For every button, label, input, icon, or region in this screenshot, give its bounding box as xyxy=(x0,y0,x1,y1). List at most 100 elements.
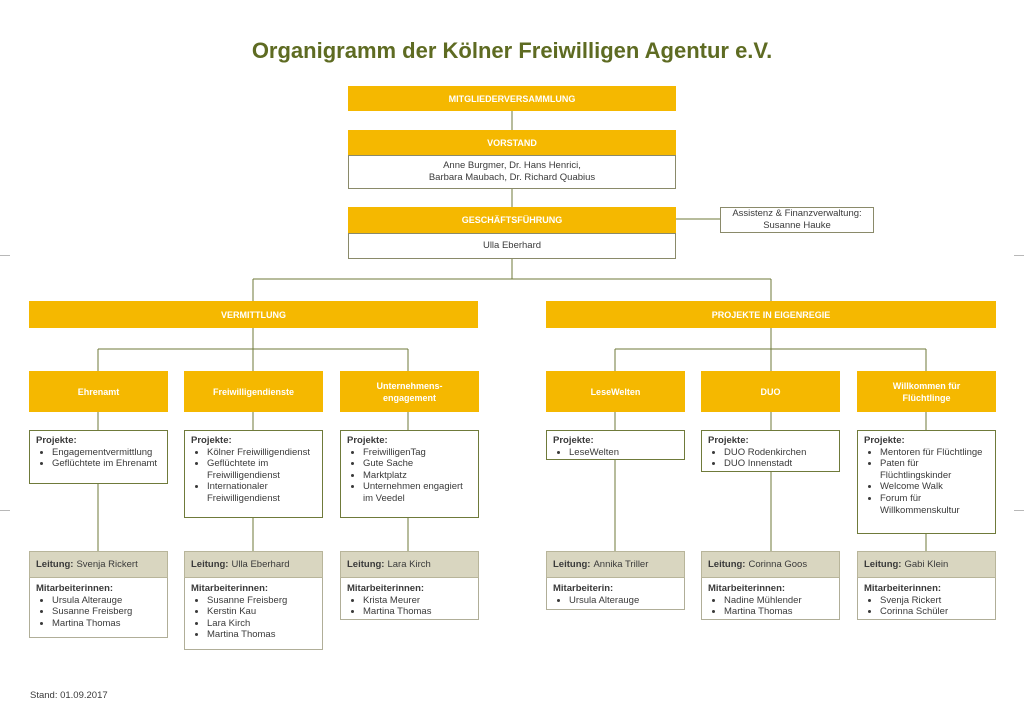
crop-mark xyxy=(0,510,10,511)
geschaeftsfuehrung-person: Ulla Eberhard xyxy=(482,240,542,251)
project-item: LeseWelten xyxy=(569,447,678,459)
project-item-list: DUO RodenkirchenDUO Innenstadt xyxy=(708,447,833,470)
department-header: Willkommen für Flüchtlinge xyxy=(857,371,996,412)
leader-label: Leitung: xyxy=(191,559,229,570)
projects-heading: Projekte: xyxy=(708,435,749,446)
assistenz-role: Assistenz & Finanzverwaltung: xyxy=(732,208,862,219)
project-item: Internationaler Freiwilligendienst xyxy=(207,481,316,504)
staff-item: Corinna Schüler xyxy=(880,606,989,618)
staff-item: Martina Thomas xyxy=(363,606,472,618)
leader-box: Leitung:Corinna Goos xyxy=(701,551,840,578)
projects-box: Projekte:Mentoren für FlüchtlingePaten f… xyxy=(857,430,996,534)
page-title: Organigramm der Kölner Freiwilligen Agen… xyxy=(251,38,773,63)
leader-label: Leitung: xyxy=(347,559,385,570)
staff-item: Ursula Alterauge xyxy=(569,595,678,607)
projects-box: Projekte:LeseWelten xyxy=(546,430,685,460)
project-item: Engagementvermittlung xyxy=(52,447,161,459)
staff-item-list: Susanne FreisbergKerstin KauLara KirchMa… xyxy=(191,595,316,641)
stand-date: Stand: 01.09.2017 xyxy=(30,690,108,701)
mitgliederversammlung-box: MITGLIEDERVERSAMMLUNG xyxy=(348,86,676,111)
project-item-list: EngagementvermittlungGeflüchtete im Ehre… xyxy=(36,447,161,470)
staff-item-list: Krista MeurerMartina Thomas xyxy=(347,595,472,618)
project-item-list: Kölner FreiwilligendienstGeflüchtete im … xyxy=(191,447,316,505)
department-header: DUO xyxy=(701,371,840,412)
vorstand-names-line2: Barbara Maubach, Dr. Richard Quabius xyxy=(428,172,596,183)
staff-box: Mitarbeiterinnen:Krista MeurerMartina Th… xyxy=(340,578,479,620)
staff-item: Martina Thomas xyxy=(724,606,833,618)
projects-box: Projekte:Kölner FreiwilligendienstGeflüc… xyxy=(184,430,323,518)
project-item: DUO Innenstadt xyxy=(724,458,833,470)
staff-heading: Mitarbeiterinnen: xyxy=(191,583,269,594)
staff-heading: Mitarbeiterin: xyxy=(553,583,614,594)
project-item: Marktplatz xyxy=(363,470,472,482)
project-item: Forum für Willkommenskultur xyxy=(880,493,989,516)
staff-heading: Mitarbeiterinnen: xyxy=(864,583,942,594)
staff-box: Mitarbeiterinnen:Susanne FreisbergKersti… xyxy=(184,578,323,650)
project-item: Geflüchtete im Ehrenamt xyxy=(52,458,161,470)
staff-heading: Mitarbeiterinnen: xyxy=(708,583,786,594)
project-item: Geflüchtete im Freiwilligendienst xyxy=(207,458,316,481)
project-item: Unternehmen engagiert im Veedel xyxy=(363,481,472,504)
projekte-section: PROJEKTE IN EIGENREGIE xyxy=(546,301,996,328)
projects-heading: Projekte: xyxy=(864,435,905,446)
leader-name: Gabi Klein xyxy=(904,559,949,570)
crop-mark xyxy=(0,255,10,256)
staff-item: Nadine Mühlender xyxy=(724,595,833,607)
vermittlung-section: VERMITTLUNG xyxy=(29,301,478,328)
project-item-list: LeseWelten xyxy=(553,447,678,459)
project-item-list: FreiwilligenTagGute SacheMarktplatzUnter… xyxy=(347,447,472,505)
staff-item-list: Ursula AlteraugeSusanne FreisbergMartina… xyxy=(36,595,161,630)
staff-item-list: Ursula Alterauge xyxy=(553,595,678,607)
staff-item: Susanne Freisberg xyxy=(207,595,316,607)
staff-heading: Mitarbeiterinnen: xyxy=(36,583,114,594)
leader-label: Leitung: xyxy=(864,559,902,570)
project-item: Mentoren für Flüchtlinge xyxy=(880,447,989,459)
projects-box: Projekte:FreiwilligenTagGute SacheMarktp… xyxy=(340,430,479,518)
leader-box: Leitung:Annika Triller xyxy=(546,551,685,578)
staff-item: Martina Thomas xyxy=(52,618,161,630)
department-header: Ehrenamt xyxy=(29,371,168,412)
staff-item-list: Nadine MühlenderMartina Thomas xyxy=(708,595,833,618)
vorstand-header: VORSTAND xyxy=(348,130,676,155)
project-item: Welcome Walk xyxy=(880,481,989,493)
staff-item: Lara Kirch xyxy=(207,618,316,630)
staff-item: Svenja Rickert xyxy=(880,595,989,607)
staff-item: Ursula Alterauge xyxy=(52,595,161,607)
project-item: FreiwilligenTag xyxy=(363,447,472,459)
projects-box: Projekte:DUO RodenkirchenDUO Innenstadt xyxy=(701,430,840,472)
vorstand-members: Anne Burgmer, Dr. Hans Henrici, Barbara … xyxy=(348,155,676,189)
projects-heading: Projekte: xyxy=(553,435,594,446)
leader-label: Leitung: xyxy=(708,559,746,570)
leader-box: Leitung:Svenja Rickert xyxy=(29,551,168,578)
vorstand-names-line1: Anne Burgmer, Dr. Hans Henrici, xyxy=(443,160,581,171)
projects-heading: Projekte: xyxy=(36,435,77,446)
leader-box: Leitung:Gabi Klein xyxy=(857,551,996,578)
leader-name: Lara Kirch xyxy=(387,559,431,570)
crop-mark xyxy=(1014,255,1024,256)
project-item: DUO Rodenkirchen xyxy=(724,447,833,459)
department-header: LeseWelten xyxy=(546,371,685,412)
projects-heading: Projekte: xyxy=(347,435,388,446)
geschaeftsfuehrung-header: GESCHÄFTSFÜHRUNG xyxy=(348,207,676,233)
leader-name: Ulla Eberhard xyxy=(231,559,290,570)
leader-box: Leitung:Ulla Eberhard xyxy=(184,551,323,578)
geschaeftsfuehrung-name: Ulla Eberhard xyxy=(348,233,676,259)
crop-mark xyxy=(1014,510,1024,511)
project-item: Paten für Flüchtlingskinder xyxy=(880,458,989,481)
staff-heading: Mitarbeiterinnen: xyxy=(347,583,425,594)
assistenz-person: Susanne Hauke xyxy=(763,220,831,231)
staff-item: Kerstin Kau xyxy=(207,606,316,618)
leader-name: Svenja Rickert xyxy=(76,559,138,570)
department-header: Unternehmens-engagement xyxy=(340,371,479,412)
staff-box: Mitarbeiterinnen:Ursula AlteraugeSusanne… xyxy=(29,578,168,638)
leader-box: Leitung:Lara Kirch xyxy=(340,551,479,578)
assistenz-box: Assistenz & Finanzverwaltung: Susanne Ha… xyxy=(720,207,874,233)
staff-item-list: Svenja RickertCorinna Schüler xyxy=(864,595,989,618)
staff-box: Mitarbeiterin:Ursula Alterauge xyxy=(546,578,685,610)
leader-name: Corinna Goos xyxy=(748,559,808,570)
project-item: Kölner Freiwilligendienst xyxy=(207,447,316,459)
project-item-list: Mentoren für FlüchtlingePaten für Flücht… xyxy=(864,447,989,517)
staff-item: Susanne Freisberg xyxy=(52,606,161,618)
project-item: Gute Sache xyxy=(363,458,472,470)
